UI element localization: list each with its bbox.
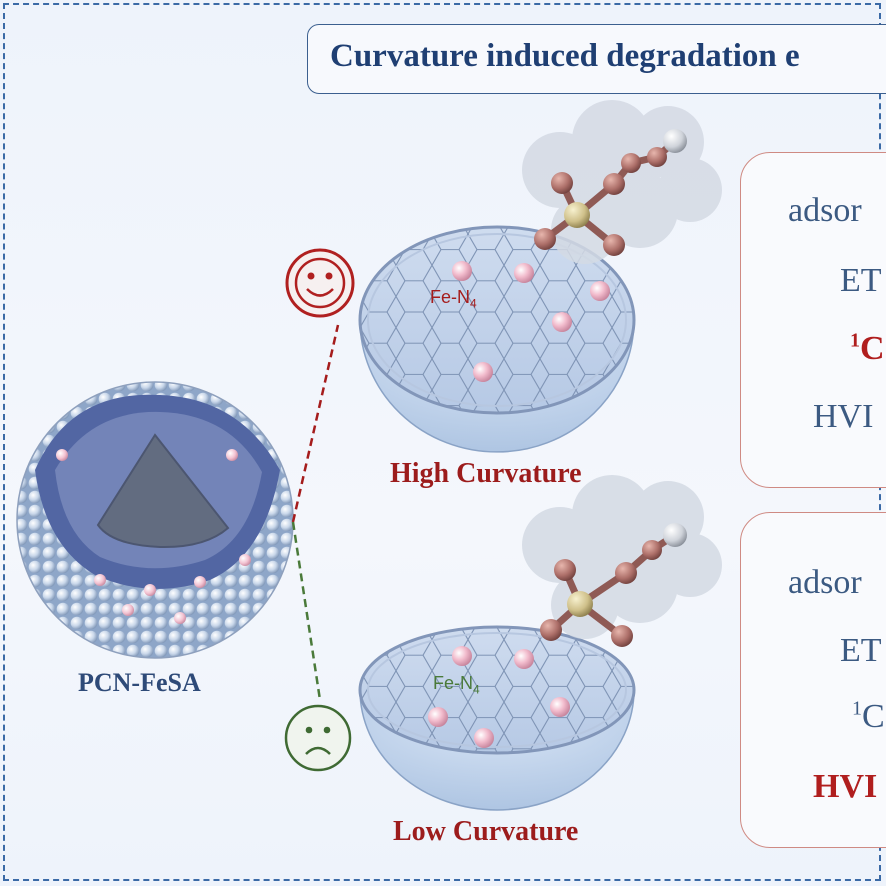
high-connector-line — [291, 324, 340, 523]
low-curvature-label: Low Curvature — [393, 816, 579, 847]
low-curvature-panel — [740, 512, 886, 848]
low-molecule-cloud — [522, 475, 722, 639]
low-fe-n4-label: Fe-N4 — [433, 673, 480, 697]
pcn-fesa-label: PCN-FeSA — [78, 668, 201, 697]
title-box — [307, 24, 886, 94]
low-panel-adsorption: adsor — [788, 564, 862, 601]
low-curvature-bowl — [358, 625, 636, 811]
low-panel-et: ET — [840, 632, 882, 669]
pcn-fesa-sphere — [16, 381, 294, 659]
low-connector-line — [291, 521, 322, 701]
smiley-face-icon — [285, 248, 355, 318]
high-panel-hvi: HVI — [813, 398, 874, 435]
high-curvature-label: High Curvature — [390, 458, 582, 489]
high-panel-et: ET — [840, 262, 882, 299]
high-panel-adsorption: adsor — [788, 192, 862, 229]
diagram-title: Curvature induced degradation e — [330, 38, 800, 74]
high-curvature-panel — [740, 152, 886, 488]
low-panel-singlet-oxygen: 1C — [852, 697, 885, 735]
high-panel-singlet-oxygen: 1C — [850, 329, 885, 367]
high-fe-n4-label: Fe-N4 — [430, 287, 477, 311]
low-panel-hvi: HVI — [813, 768, 878, 805]
sad-face-icon — [284, 704, 352, 772]
